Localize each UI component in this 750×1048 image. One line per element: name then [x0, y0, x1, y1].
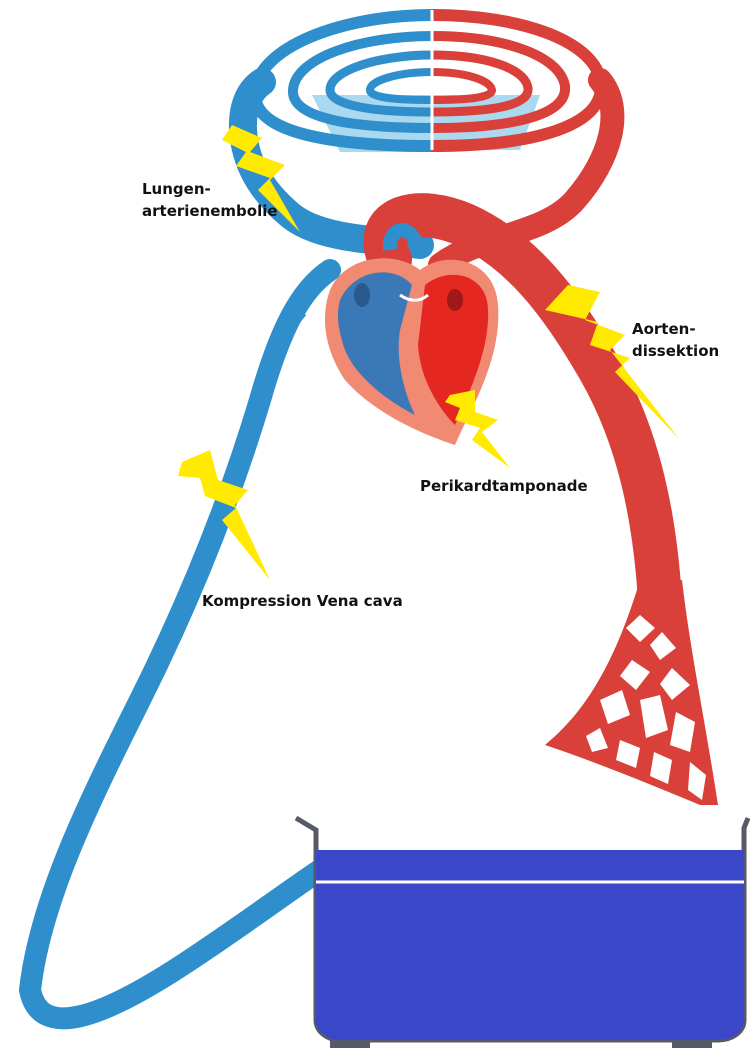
capillary-bed [545, 580, 718, 805]
lungs-icon [255, 10, 601, 152]
label-lungenarterienembolie-line2: arterienembolie [142, 200, 278, 222]
label-aortendissektion-line1: Aorten- [632, 318, 719, 340]
label-kompression-vena-cava: Kompression Vena cava [202, 590, 403, 612]
vena-cava [30, 270, 330, 1018]
blood-reservoir-icon [296, 818, 748, 1048]
label-lungenarterienembolie-line1: Lungen- [142, 178, 278, 200]
label-lungenarterienembolie: Lungen- arterienembolie [142, 178, 278, 222]
label-perikardtamponade: Perikardtamponade [420, 475, 588, 497]
label-aortendissektion: Aorten- dissektion [632, 318, 719, 362]
label-aortendissektion-line2: dissektion [632, 340, 719, 362]
